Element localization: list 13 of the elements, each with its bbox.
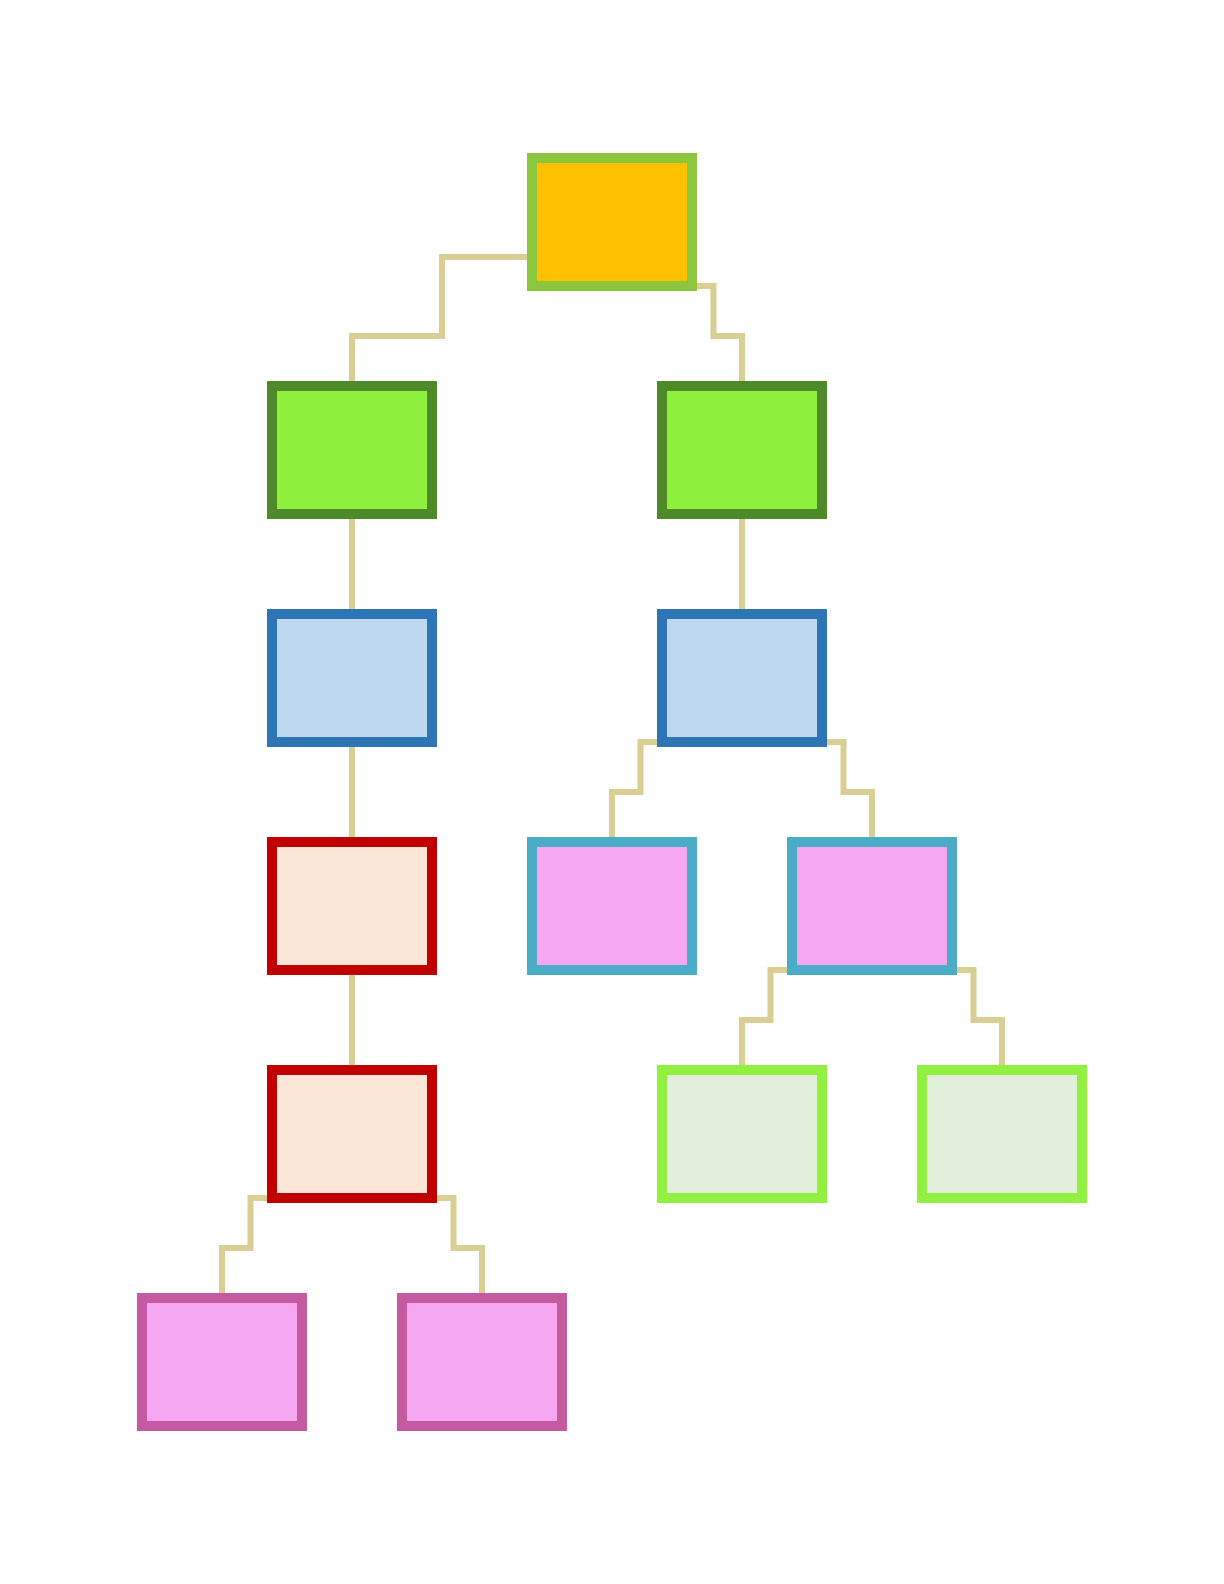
node-box [137, 1293, 307, 1431]
node-box [917, 1065, 1087, 1203]
node-box [657, 1065, 827, 1203]
node-box [267, 381, 437, 519]
node-box [657, 381, 827, 519]
node-box [267, 609, 437, 747]
node-box [787, 837, 957, 975]
node-box [527, 837, 697, 975]
node-box [267, 837, 437, 975]
node-box [267, 1065, 437, 1203]
node-box [527, 153, 697, 291]
node-box [397, 1293, 567, 1431]
node-box [657, 609, 827, 747]
